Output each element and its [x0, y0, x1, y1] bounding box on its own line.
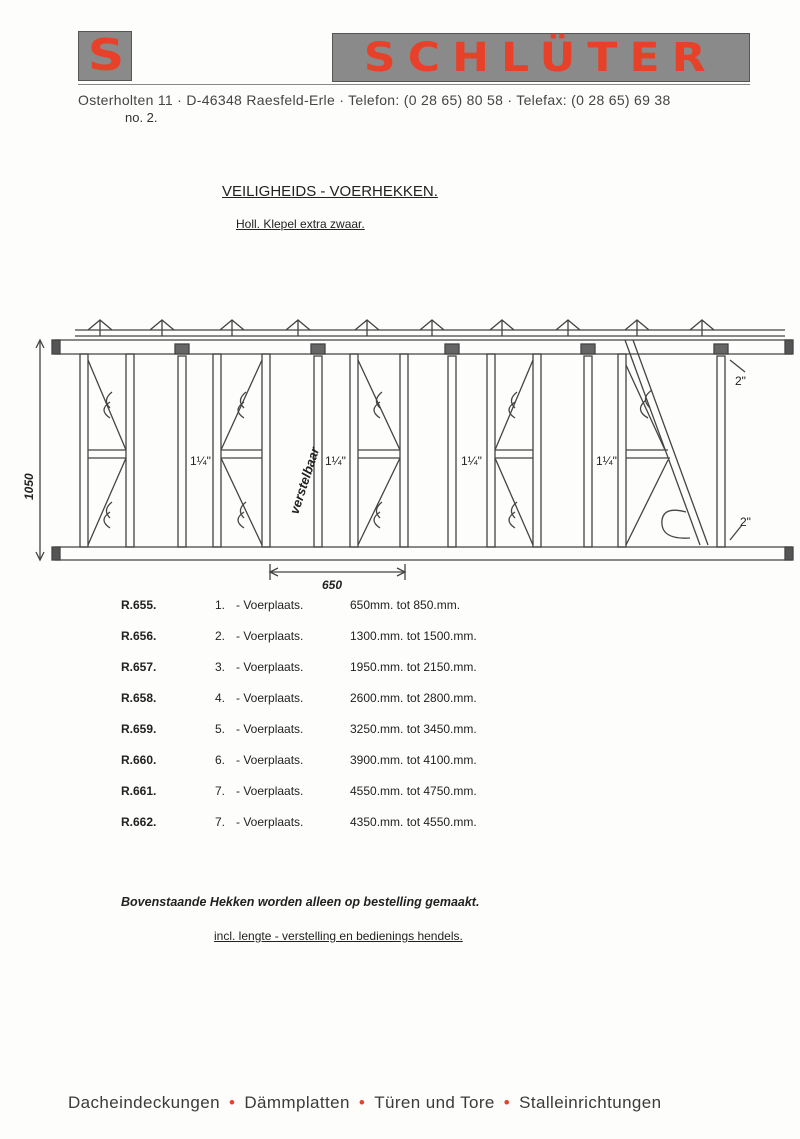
gate-frame-4 — [486, 353, 542, 548]
product-row: R.660. 6. - Voerplaats. 3900.mm. tot 4100.m… — [0, 753, 800, 773]
logo-wordmark-text: SCHLÜTER — [364, 34, 718, 81]
product-feed-places: - Voerplaats. — [236, 660, 304, 674]
rail-cap-right-bottom — [784, 546, 794, 561]
gate-frame-2 — [212, 353, 271, 548]
pipe-label-1: 1¼" — [190, 454, 211, 468]
pipe-label-bottom-2in: 2" — [740, 515, 751, 529]
includes-note: incl. lengte - verstelling en bedienings… — [214, 929, 463, 943]
logo-s-mark: S — [78, 31, 132, 81]
footer-item-2: Dämmplatten — [244, 1093, 350, 1112]
footer-bullet: • — [228, 1093, 236, 1112]
product-row: R.657. 3. - Voerplaats. 1950.mm. tot 2150.m… — [0, 660, 800, 680]
document-subtitle: Holl. Klepel extra zwaar. — [236, 217, 365, 231]
footer-item-3: Türen und Tore — [374, 1093, 495, 1112]
logo-wordmark: SCHLÜTER — [332, 33, 750, 82]
rail-cap-left-top — [51, 339, 61, 355]
product-row: R.662. 7. - Voerplaats. 4350.mm. tot 4550.m… — [0, 815, 800, 835]
product-count: 1. — [215, 598, 226, 612]
width-dimension-arrows — [268, 567, 407, 577]
footer-item-4: Stalleinrichtungen — [519, 1093, 662, 1112]
product-row: R.658. 4. - Voerplaats. 2600.mm. tot 2800.m… — [0, 691, 800, 711]
product-code: R.657. — [121, 660, 157, 674]
pipe-label-4: 1¼" — [596, 454, 617, 468]
product-length-range: 3250.mm. tot 3450.mm. — [350, 722, 477, 736]
footer-item-1: Dacheindeckungen — [68, 1093, 220, 1112]
height-label: 1050 — [22, 473, 36, 500]
height-dimension-arrows — [35, 338, 45, 562]
product-feed-places: - Voerplaats. — [236, 598, 304, 612]
product-code: R.656. — [121, 629, 157, 643]
gate-frame-3 — [349, 353, 409, 548]
product-row: R.656. 2. - Voerplaats. 1300.mm. tot 1500.m… — [0, 629, 800, 649]
adjustable-poles — [174, 343, 729, 548]
adjustable-label: verstelbaar — [287, 444, 323, 516]
product-row: R.661. 7. - Voerplaats. 4550.mm. tot 4750.m… — [0, 784, 800, 804]
product-feed-places: - Voerplaats. — [236, 629, 304, 643]
product-feed-places: - Voerplaats. — [236, 691, 304, 705]
rail-cap-left-bottom — [51, 546, 61, 561]
product-length-range: 4350.mm. tot 4550.mm. — [350, 815, 477, 829]
order-note: Bovenstaande Hekken worden alleen op bes… — [121, 895, 480, 909]
footer-bullet: • — [358, 1093, 366, 1112]
product-code: R.661. — [121, 784, 157, 798]
gate-frame-1 — [79, 353, 135, 548]
document-title: VEILIGHEIDS - VOERHEKKEN. — [222, 183, 438, 200]
product-code: R.658. — [121, 691, 157, 705]
product-count: 6. — [215, 753, 226, 767]
feed-gate-drawing: 1050 650 1¼" 1¼" 1¼" 1¼" 2" 2" verstelba… — [22, 319, 794, 592]
product-count: 7. — [215, 815, 226, 829]
top-brackets — [87, 319, 715, 336]
product-length-range: 2600.mm. tot 2800.mm. — [350, 691, 477, 705]
product-count: 4. — [215, 691, 226, 705]
product-length-range: 1300.mm. tot 1500.mm. — [350, 629, 477, 643]
product-length-range: 4550.mm. tot 4750.mm. — [350, 784, 477, 798]
footer-bullet: • — [503, 1093, 511, 1112]
product-feed-places: - Voerplaats. — [236, 815, 304, 829]
product-count: 5. — [215, 722, 226, 736]
gate-frame-5-tilted — [617, 339, 709, 548]
product-code: R.655. — [121, 598, 157, 612]
product-feed-places: - Voerplaats. — [236, 784, 304, 798]
product-code: R.660. — [121, 753, 157, 767]
width-label: 650 — [322, 578, 342, 592]
product-feed-places: - Voerplaats. — [236, 722, 304, 736]
product-row: R.659. 5. - Voerplaats. 3250.mm. tot 3450.m… — [0, 722, 800, 742]
document-number: no. 2. — [125, 110, 158, 125]
product-count: 3. — [215, 660, 226, 674]
rail-cap-right-top — [784, 339, 794, 355]
product-length-range: 1950.mm. tot 2150.mm. — [350, 660, 477, 674]
product-code: R.662. — [121, 815, 157, 829]
logo-s-letter: S — [87, 30, 124, 81]
company-address: Osterholten 11 · D-46348 Raesfeld-Erle ·… — [78, 92, 671, 108]
product-row: R.655. 1. - Voerplaats. 650mm. tot 850.mm. — [0, 598, 800, 618]
product-count: 7. — [215, 784, 226, 798]
footer-services: Dacheindeckungen • Dämmplatten • Türen und T… — [68, 1093, 768, 1113]
product-length-range: 3900.mm. tot 4100.mm. — [350, 753, 477, 767]
product-feed-places: - Voerplaats. — [236, 753, 304, 767]
pipe-label-3: 1¼" — [461, 454, 482, 468]
pipe-label-2: 1¼" — [325, 454, 346, 468]
product-code: R.659. — [121, 722, 157, 736]
pipe-label-top-2in: 2" — [735, 374, 746, 388]
header-rule — [78, 84, 750, 85]
product-count: 2. — [215, 629, 226, 643]
product-length-range: 650mm. tot 850.mm. — [350, 598, 461, 612]
